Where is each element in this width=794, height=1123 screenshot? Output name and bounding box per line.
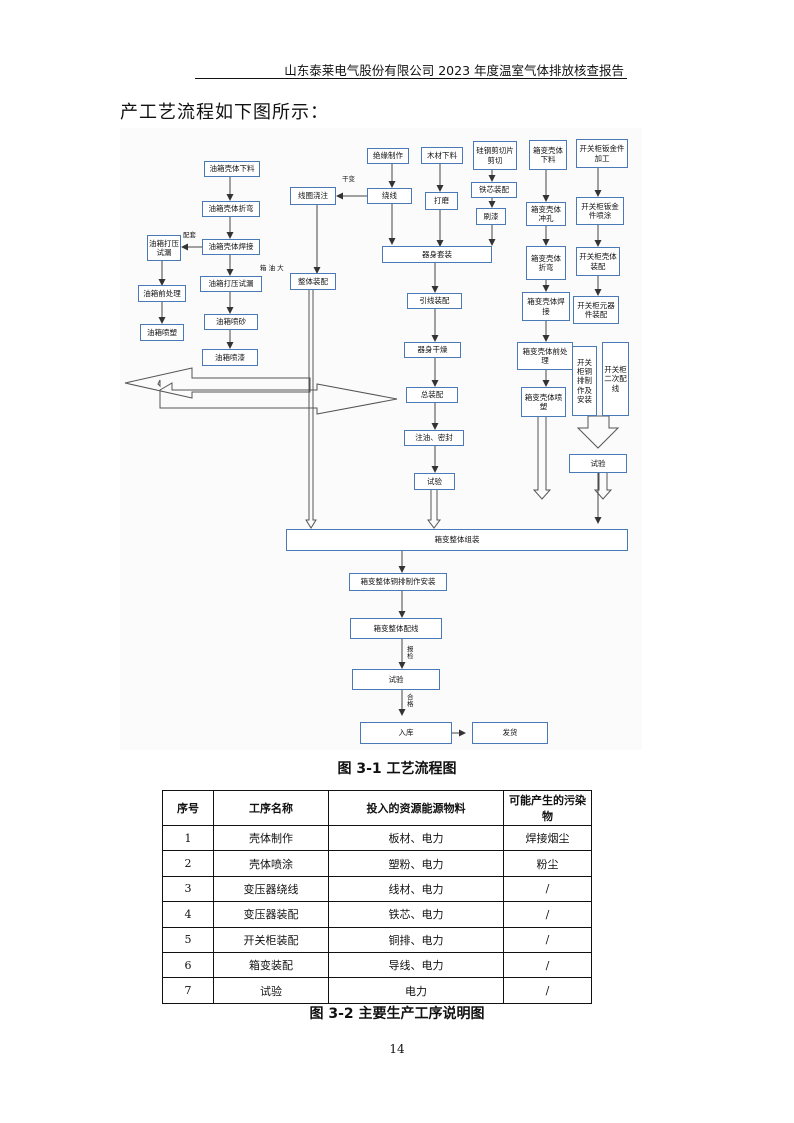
header-pollutants: 可能产生的污染物	[503, 790, 592, 826]
process-table: 序号 工序名称 投入的资源能源物料 可能产生的污染物 1 壳体制作 板材、电力 …	[162, 790, 592, 1004]
label-qualified: 合格	[407, 693, 414, 709]
box-box-pre-treat: 箱变壳体前处理	[517, 342, 573, 370]
box-oil-shell-blank: 油箱壳体下料	[204, 161, 260, 177]
cell-inputs: 导线、电力	[328, 951, 504, 979]
cell-process-name: 开关柜装配	[213, 926, 329, 953]
box-oil-sandblast: 油箱喷砂	[204, 314, 258, 330]
label-config: 配套	[183, 231, 196, 239]
box-silicon-cut: 硅钢剪切片剪切	[473, 141, 517, 170]
box-body-assembly: 器身套装	[382, 246, 492, 263]
cell-index: 2	[162, 850, 214, 877]
cell-process-name: 壳体喷涂	[213, 850, 329, 877]
header-index: 序号	[162, 790, 214, 826]
cell-inputs: 线材、电力	[328, 875, 504, 903]
box-box-spray: 箱变壳体喷塑	[521, 387, 566, 417]
box-polish: 打磨	[425, 192, 458, 210]
table-row: 5 开关柜装配 铜排、电力 /	[162, 926, 592, 953]
box-oil-spray-left: 油箱喷塑	[140, 324, 184, 341]
cell-process-name: 变压器装配	[213, 901, 329, 928]
header-rule	[195, 78, 627, 79]
box-switch-component-assembly: 开关柜元器件装配	[573, 296, 619, 324]
label-report-check: 报检	[407, 645, 414, 661]
box-warehouse: 入库	[360, 722, 452, 744]
box-wood-blank: 木材下料	[421, 147, 463, 164]
box-box-shell-weld: 箱变壳体焊接	[522, 292, 570, 321]
header-inputs: 投入的资源能源物料	[328, 790, 504, 826]
cell-process-name: 变压器绕线	[213, 875, 329, 903]
cell-pollutants: 粉尘	[503, 850, 592, 877]
cell-index: 4	[162, 901, 214, 928]
cell-pollutants: 焊接烟尘	[503, 824, 592, 852]
label-dry-change: 干变	[342, 175, 355, 183]
header-process-name: 工序名称	[213, 790, 329, 826]
box-test-right: 试验	[569, 454, 627, 473]
box-core-assembly: 铁芯装配	[471, 182, 517, 198]
box-oil-fill-seal: 注油、密封	[404, 430, 464, 446]
cell-inputs: 电力	[328, 977, 504, 1004]
cell-process-name: 壳体制作	[213, 824, 329, 852]
box-whole-assembly: 整体装配	[290, 273, 336, 290]
cell-index: 7	[162, 977, 214, 1004]
table-row: 2 壳体喷涂 塑粉、电力 粉尘	[162, 850, 592, 877]
box-box-wiring: 箱变整体配线	[350, 618, 442, 639]
box-test-bottom: 试验	[352, 669, 440, 690]
table-row: 3 变压器绕线 线材、电力 /	[162, 875, 592, 903]
box-test-mid: 试验	[414, 473, 455, 490]
cell-pollutants: /	[503, 951, 592, 979]
table-row: 6 箱变装配 导线、电力 /	[162, 951, 592, 979]
box-final-assembly: 总装配	[406, 387, 458, 403]
box-brush-paint: 刷漆	[476, 208, 506, 225]
cell-process-name: 试验	[213, 977, 329, 1004]
box-insulation: 绝缘制作	[367, 148, 409, 164]
box-oil-shell-bend: 油箱壳体折弯	[202, 201, 260, 217]
box-lead-assembly: 引线装配	[407, 293, 462, 309]
cell-inputs: 铜排、电力	[328, 926, 504, 953]
box-box-busbar-install: 箱变整体铜排制作安装	[349, 573, 447, 591]
flow-connectors	[124, 164, 620, 737]
cell-process-name: 箱变装配	[213, 951, 329, 979]
box-oil-spray-paint: 油箱喷漆	[202, 349, 258, 366]
box-switch-shell-assembly: 开关柜壳体装配	[576, 247, 620, 276]
cell-index: 6	[162, 951, 214, 979]
box-box-shell-blank: 箱变壳体下料	[529, 140, 567, 170]
table-row: 7 试验 电力 /	[162, 977, 592, 1004]
intro-text: 产工艺流程如下图所示：	[120, 102, 329, 123]
cell-index: 5	[162, 926, 214, 953]
box-oil-pre-treat: 油箱前处理	[138, 285, 186, 302]
box-oil-shell-weld: 油箱壳体焊接	[202, 239, 260, 255]
box-switch-busbar: 开关柜铜排制作及安装	[572, 346, 597, 416]
cell-pollutants: /	[503, 977, 592, 1004]
cell-pollutants: /	[503, 875, 592, 903]
box-box-shell-bend: 箱变壳体折弯	[526, 246, 566, 280]
table-header-row: 序号 工序名称 投入的资源能源物料 可能产生的污染物	[162, 790, 592, 826]
cell-pollutants: /	[503, 901, 592, 928]
cell-pollutants: /	[503, 926, 592, 953]
box-switch-secondary-wiring: 开关柜二次配线	[602, 342, 629, 416]
box-winding: 绕线	[367, 188, 412, 204]
table-row: 4 变压器装配 铁芯、电力 /	[162, 901, 592, 928]
cell-inputs: 板材、电力	[328, 824, 504, 852]
cell-inputs: 塑粉、电力	[328, 850, 504, 877]
cell-index: 3	[162, 875, 214, 903]
box-wire-casting: 线圈浇注	[290, 187, 336, 205]
box-box-shell-punch: 箱变壳体冲孔	[526, 202, 566, 226]
box-oil-press-test-left: 油箱打压试漏	[147, 235, 181, 261]
table-row: 1 壳体制作 板材、电力 焊接烟尘	[162, 824, 592, 852]
box-box-overall-assembly: 箱变整体组装	[286, 529, 628, 551]
box-oil-press-test: 油箱打压试漏	[200, 276, 262, 292]
figure-2-caption: 图 3-2 主要生产工序说明图	[309, 1006, 485, 1022]
process-flow-diagram: 油箱壳体下料 油箱壳体折弯 油箱壳体焊接 油箱打压试漏 油箱前处理 油箱喷塑 油…	[120, 128, 642, 750]
figure-1-caption: 图 3-1 工艺流程图	[337, 761, 457, 777]
box-shipping: 发货	[472, 722, 548, 744]
box-body-dry: 器身干燥	[404, 342, 461, 358]
box-switch-sheet-metal: 开关柜钣金件加工	[576, 139, 628, 168]
cell-index: 1	[162, 824, 214, 852]
label-oil-big: 箱 油 大	[260, 264, 284, 272]
box-switch-spray: 开关柜钣金件喷涂	[576, 197, 624, 225]
page-number: 14	[389, 1042, 405, 1056]
cell-inputs: 铁芯、电力	[328, 901, 504, 928]
header-title: 山东泰莱电气股份有限公司 2023 年度温室气体排放核查报告	[284, 63, 624, 78]
